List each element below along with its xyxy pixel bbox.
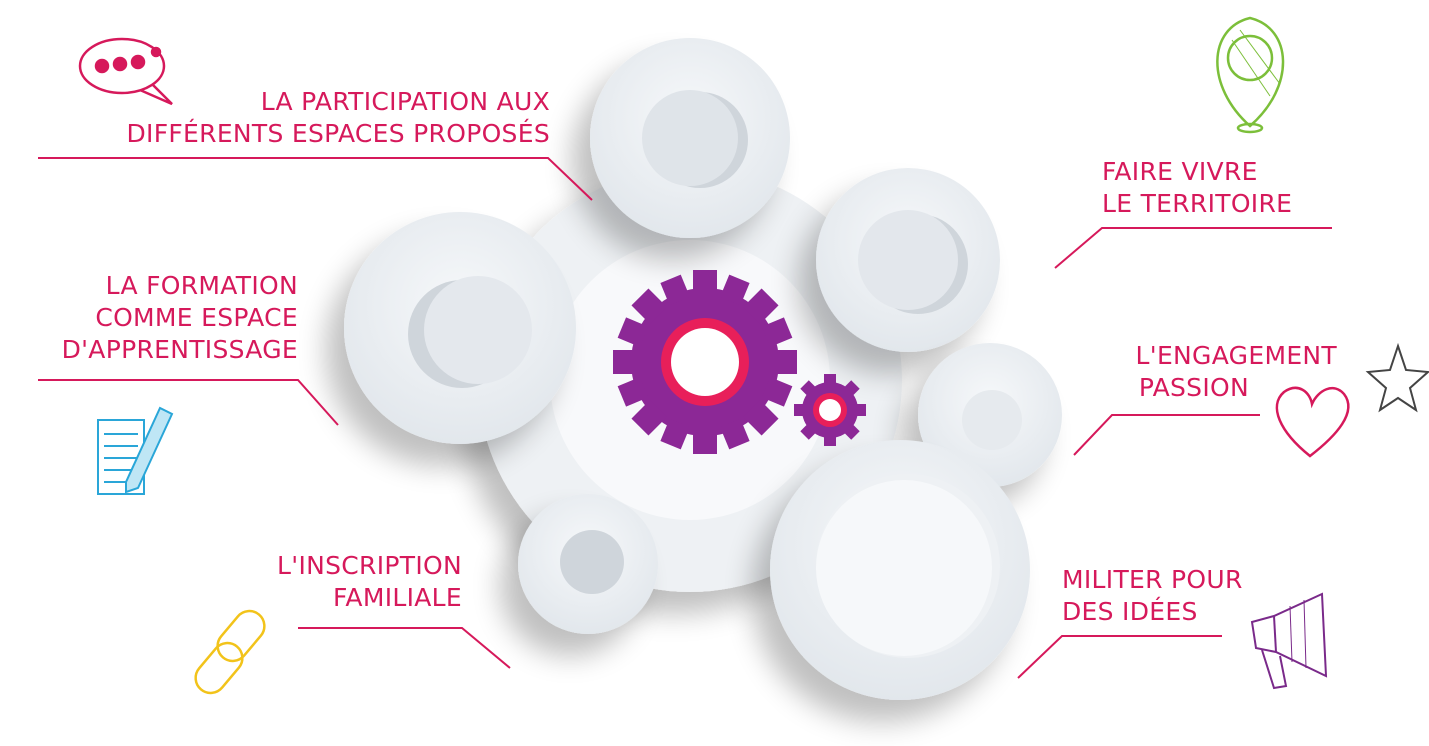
gear-icon (613, 270, 797, 454)
label-formation-line1: LA FORMATION (105, 271, 298, 300)
label-participation-line1: LA PARTICIPATION AUX (260, 87, 550, 116)
connector-lines (38, 157, 1332, 679)
connector-militer (1017, 635, 1222, 679)
label-engagement: L'ENGAGEMENT PASSION (1136, 340, 1337, 404)
heart-icon (1275, 386, 1350, 458)
label-territoire-line2: LE TERRITOIRE (1102, 189, 1293, 218)
connector-territoire (1054, 227, 1332, 269)
ring-left (344, 212, 576, 444)
label-formation-line3: D'APPRENTISSAGE (61, 335, 298, 364)
label-participation: LA PARTICIPATION AUX DIFFÉRENTS ESPACES … (126, 86, 550, 150)
label-participation-line2: DIFFÉRENTS ESPACES PROPOSÉS (126, 119, 550, 148)
label-inscription-line1: L'INSCRIPTION (277, 551, 462, 580)
label-formation: LA FORMATION COMME ESPACE D'APPRENTISSAG… (62, 270, 298, 366)
ring-bottom-left (518, 494, 658, 634)
label-militer-line1: MILITER POUR (1062, 565, 1243, 594)
ring-right-upper (816, 168, 1000, 352)
label-formation-line2: COMME ESPACE (95, 303, 298, 332)
ring-top (590, 38, 790, 238)
connector-engagement (1073, 414, 1260, 456)
label-engagement-line2: PASSION (1138, 373, 1249, 402)
speech-bubble-icon (78, 37, 173, 106)
connector-inscription (298, 627, 511, 669)
label-militer: MILITER POUR DES IDÉES (1062, 564, 1243, 628)
label-territoire-line1: FAIRE VIVRE (1102, 157, 1258, 186)
chain-link-icon (194, 609, 266, 695)
ring-bottom-right (770, 440, 1030, 700)
notepad-pencil-icon (97, 406, 174, 495)
label-inscription-line2: FAMILIALE (333, 583, 462, 612)
label-engagement-line1: L'ENGAGEMENT (1135, 341, 1337, 370)
label-inscription: L'INSCRIPTION FAMILIALE (277, 550, 462, 614)
connector-formation (38, 379, 339, 426)
gear-small-icon (794, 374, 866, 446)
ring-right-small (918, 343, 1062, 487)
star-icon (1365, 342, 1429, 413)
map-pin-icon (1216, 16, 1285, 134)
megaphone-icon (1250, 592, 1328, 690)
label-territoire: FAIRE VIVRE LE TERRITOIRE (1102, 156, 1292, 220)
connector-participation (38, 157, 593, 201)
label-militer-line2: DES IDÉES (1062, 597, 1198, 626)
